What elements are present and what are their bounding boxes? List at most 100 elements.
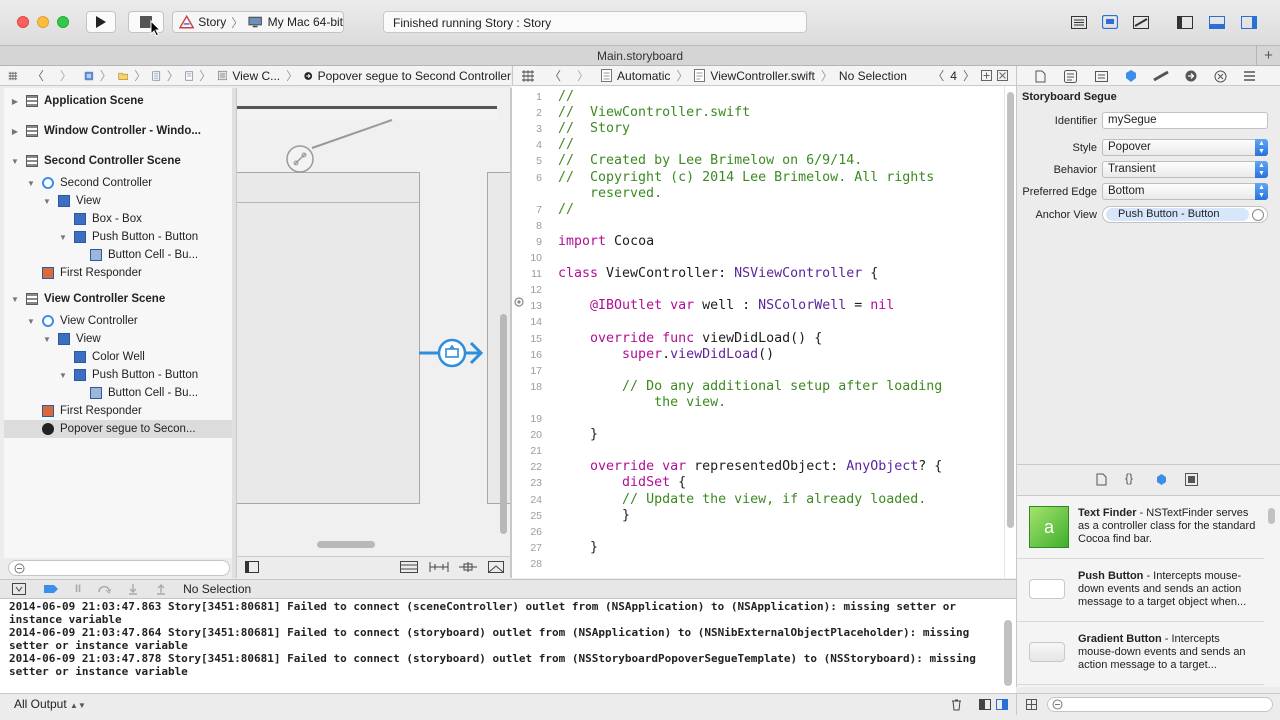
add-editor-icon[interactable] <box>981 70 992 81</box>
view-controller-scene-icon[interactable] <box>218 69 228 82</box>
outline-row[interactable]: Box - Box <box>4 210 235 228</box>
toggle-utilities-button[interactable] <box>1237 11 1261 33</box>
anchor-view-token[interactable]: Push Button - Button <box>1106 208 1249 221</box>
run-button[interactable] <box>86 11 116 33</box>
toggle-navigator-button[interactable] <box>1173 11 1197 33</box>
outline-row[interactable]: ▼Push Button - Button <box>4 228 235 246</box>
connections-inspector-icon[interactable] <box>1185 70 1197 82</box>
outline-row[interactable]: Button Cell - Bu... <box>4 384 235 402</box>
editor-split-divider[interactable] <box>510 88 512 578</box>
hide-debug-area-icon[interactable] <box>12 583 26 595</box>
disclosure-triangle-icon[interactable]: ▼ <box>27 316 35 326</box>
identity-inspector-icon[interactable] <box>1095 71 1108 82</box>
variables-view-icon[interactable] <box>979 699 991 710</box>
library-scrollbar[interactable] <box>1268 508 1275 524</box>
breakpoints-toggle-icon[interactable] <box>43 584 59 594</box>
file-inspector-icon[interactable] <box>1035 70 1046 83</box>
outline-row[interactable]: ▶Window Controller - Windo... <box>4 122 235 140</box>
library-item[interactable]: Gradient Button - Intercepts mouse-down … <box>1017 622 1264 685</box>
code-line[interactable]: class ViewController: NSViewController { <box>558 266 878 281</box>
pin-icon[interactable] <box>429 561 449 573</box>
attributes-inspector-icon[interactable] <box>1124 69 1138 83</box>
scheme-popup[interactable]: Story 〉 My Mac 64-bit <box>172 11 344 33</box>
outline-row[interactable]: Button Cell - Bu... <box>4 246 235 264</box>
back-chevron-icon[interactable]: 〈 <box>31 69 44 83</box>
code-line[interactable]: reserved. <box>558 186 662 201</box>
crumb-selection[interactable]: No Selection <box>838 68 907 83</box>
outline-row[interactable]: Color Well <box>4 348 235 366</box>
outline-row[interactable]: Popover segue to Secon... <box>4 420 235 438</box>
library-item[interactable]: Push Button - Intercepts mouse-down even… <box>1017 559 1264 622</box>
add-tab-button[interactable]: + <box>1256 46 1280 66</box>
project-icon[interactable] <box>84 69 94 83</box>
resizing-behavior-icon[interactable] <box>488 561 504 573</box>
minimize-window-button[interactable] <box>37 16 49 28</box>
outline-row[interactable]: ▼Second Controller <box>4 174 235 192</box>
file-template-library-icon[interactable] <box>1096 473 1107 486</box>
library-filter-field[interactable] <box>1047 697 1273 712</box>
object-library-icon[interactable] <box>1155 473 1168 486</box>
assistant-mode[interactable]: Automatic <box>617 68 671 83</box>
storyboard-canvas[interactable] <box>236 88 510 556</box>
disclosure-triangle-icon[interactable]: ▼ <box>43 334 51 344</box>
outline-row[interactable]: ▼Push Button - Button <box>4 366 235 384</box>
tab-main-storyboard[interactable]: Main.storyboard <box>596 49 684 63</box>
standard-editor-button[interactable] <box>1067 11 1091 33</box>
back-chevron-icon[interactable]: 〈 <box>549 69 562 83</box>
code-line[interactable]: } <box>558 508 630 523</box>
code-line[interactable]: // Created by Lee Brimelow on 6/9/14. <box>558 153 862 168</box>
disclosure-triangle-icon[interactable]: ▼ <box>43 196 51 206</box>
step-out-icon[interactable] <box>155 583 167 595</box>
previous-counterpart-icon[interactable]: 〈 <box>932 69 945 83</box>
canvas-horizontal-scrollbar[interactable] <box>317 541 375 548</box>
code-line[interactable]: didSet { <box>558 475 686 490</box>
code-line[interactable]: // Story <box>558 121 630 136</box>
code-snippet-library-icon[interactable]: {} <box>1125 471 1134 485</box>
step-over-icon[interactable] <box>97 583 112 595</box>
code-line[interactable]: // Copyright (c) 2014 Lee Brimelow. All … <box>558 170 934 185</box>
outline-row[interactable]: ▼View <box>4 330 235 348</box>
outline-row[interactable]: ▼View <box>4 192 235 210</box>
next-counterpart-icon[interactable]: 〉 <box>962 69 975 83</box>
code-line[interactable]: override var representedObject: AnyObjec… <box>558 459 942 474</box>
library-view-mode-icon[interactable] <box>1026 699 1037 710</box>
folder-icon[interactable] <box>118 70 129 82</box>
disclosure-triangle-icon[interactable]: ▼ <box>27 178 35 188</box>
code-line[interactable]: override func viewDidLoad() { <box>558 331 822 346</box>
identifier-field[interactable]: mySegue <box>1102 112 1268 129</box>
version-editor-button[interactable] <box>1129 11 1153 33</box>
code-line[interactable]: super.viewDidLoad() <box>558 347 774 362</box>
outline-row[interactable]: First Responder <box>4 402 235 420</box>
disclosure-triangle-icon[interactable]: ▼ <box>59 232 67 242</box>
step-into-icon[interactable] <box>127 583 139 595</box>
disclosure-triangle-icon[interactable]: ▼ <box>11 156 19 166</box>
code-line[interactable]: import Cocoa <box>558 234 654 249</box>
code-line[interactable]: @IBOutlet var well : NSColorWell = nil <box>558 298 894 313</box>
crumb-segue[interactable]: Popover segue to Second Controller <box>317 68 511 83</box>
resolve-autolayout-icon[interactable] <box>458 561 478 573</box>
code-line[interactable]: } <box>558 540 598 555</box>
outline-row[interactable]: ▼Second Controller Scene <box>4 152 235 170</box>
media-library-icon[interactable] <box>1185 473 1198 486</box>
disclosure-triangle-icon[interactable]: ▼ <box>11 294 19 304</box>
close-window-button[interactable] <box>17 16 29 28</box>
zoom-window-button[interactable] <box>57 16 69 28</box>
popover-segue-icon[interactable] <box>417 333 487 373</box>
code-line[interactable]: // ViewController.swift <box>558 105 750 120</box>
code-line[interactable]: the view. <box>558 395 726 410</box>
stop-button[interactable] <box>128 11 164 33</box>
assistant-editor-button[interactable] <box>1098 11 1122 33</box>
second-controller-view[interactable] <box>237 172 420 504</box>
console-output[interactable]: 2014-06-09 21:03:47.863 Story[3451:80681… <box>0 599 1016 693</box>
style-popup[interactable]: Popover▲▼ <box>1102 139 1268 156</box>
pause-icon[interactable]: II <box>75 583 82 595</box>
behavior-popup[interactable]: Transient▲▼ <box>1102 161 1268 178</box>
anchor-connection-circle-icon[interactable] <box>1252 209 1264 221</box>
code-line[interactable]: // Do any additional setup after loading <box>558 379 942 394</box>
related-items-icon[interactable] <box>8 70 18 82</box>
canvas-vertical-scrollbar[interactable] <box>500 314 507 534</box>
bindings-inspector-icon[interactable] <box>1214 70 1227 83</box>
quick-help-icon[interactable] <box>1064 70 1077 83</box>
outline-row[interactable]: First Responder <box>4 264 235 282</box>
